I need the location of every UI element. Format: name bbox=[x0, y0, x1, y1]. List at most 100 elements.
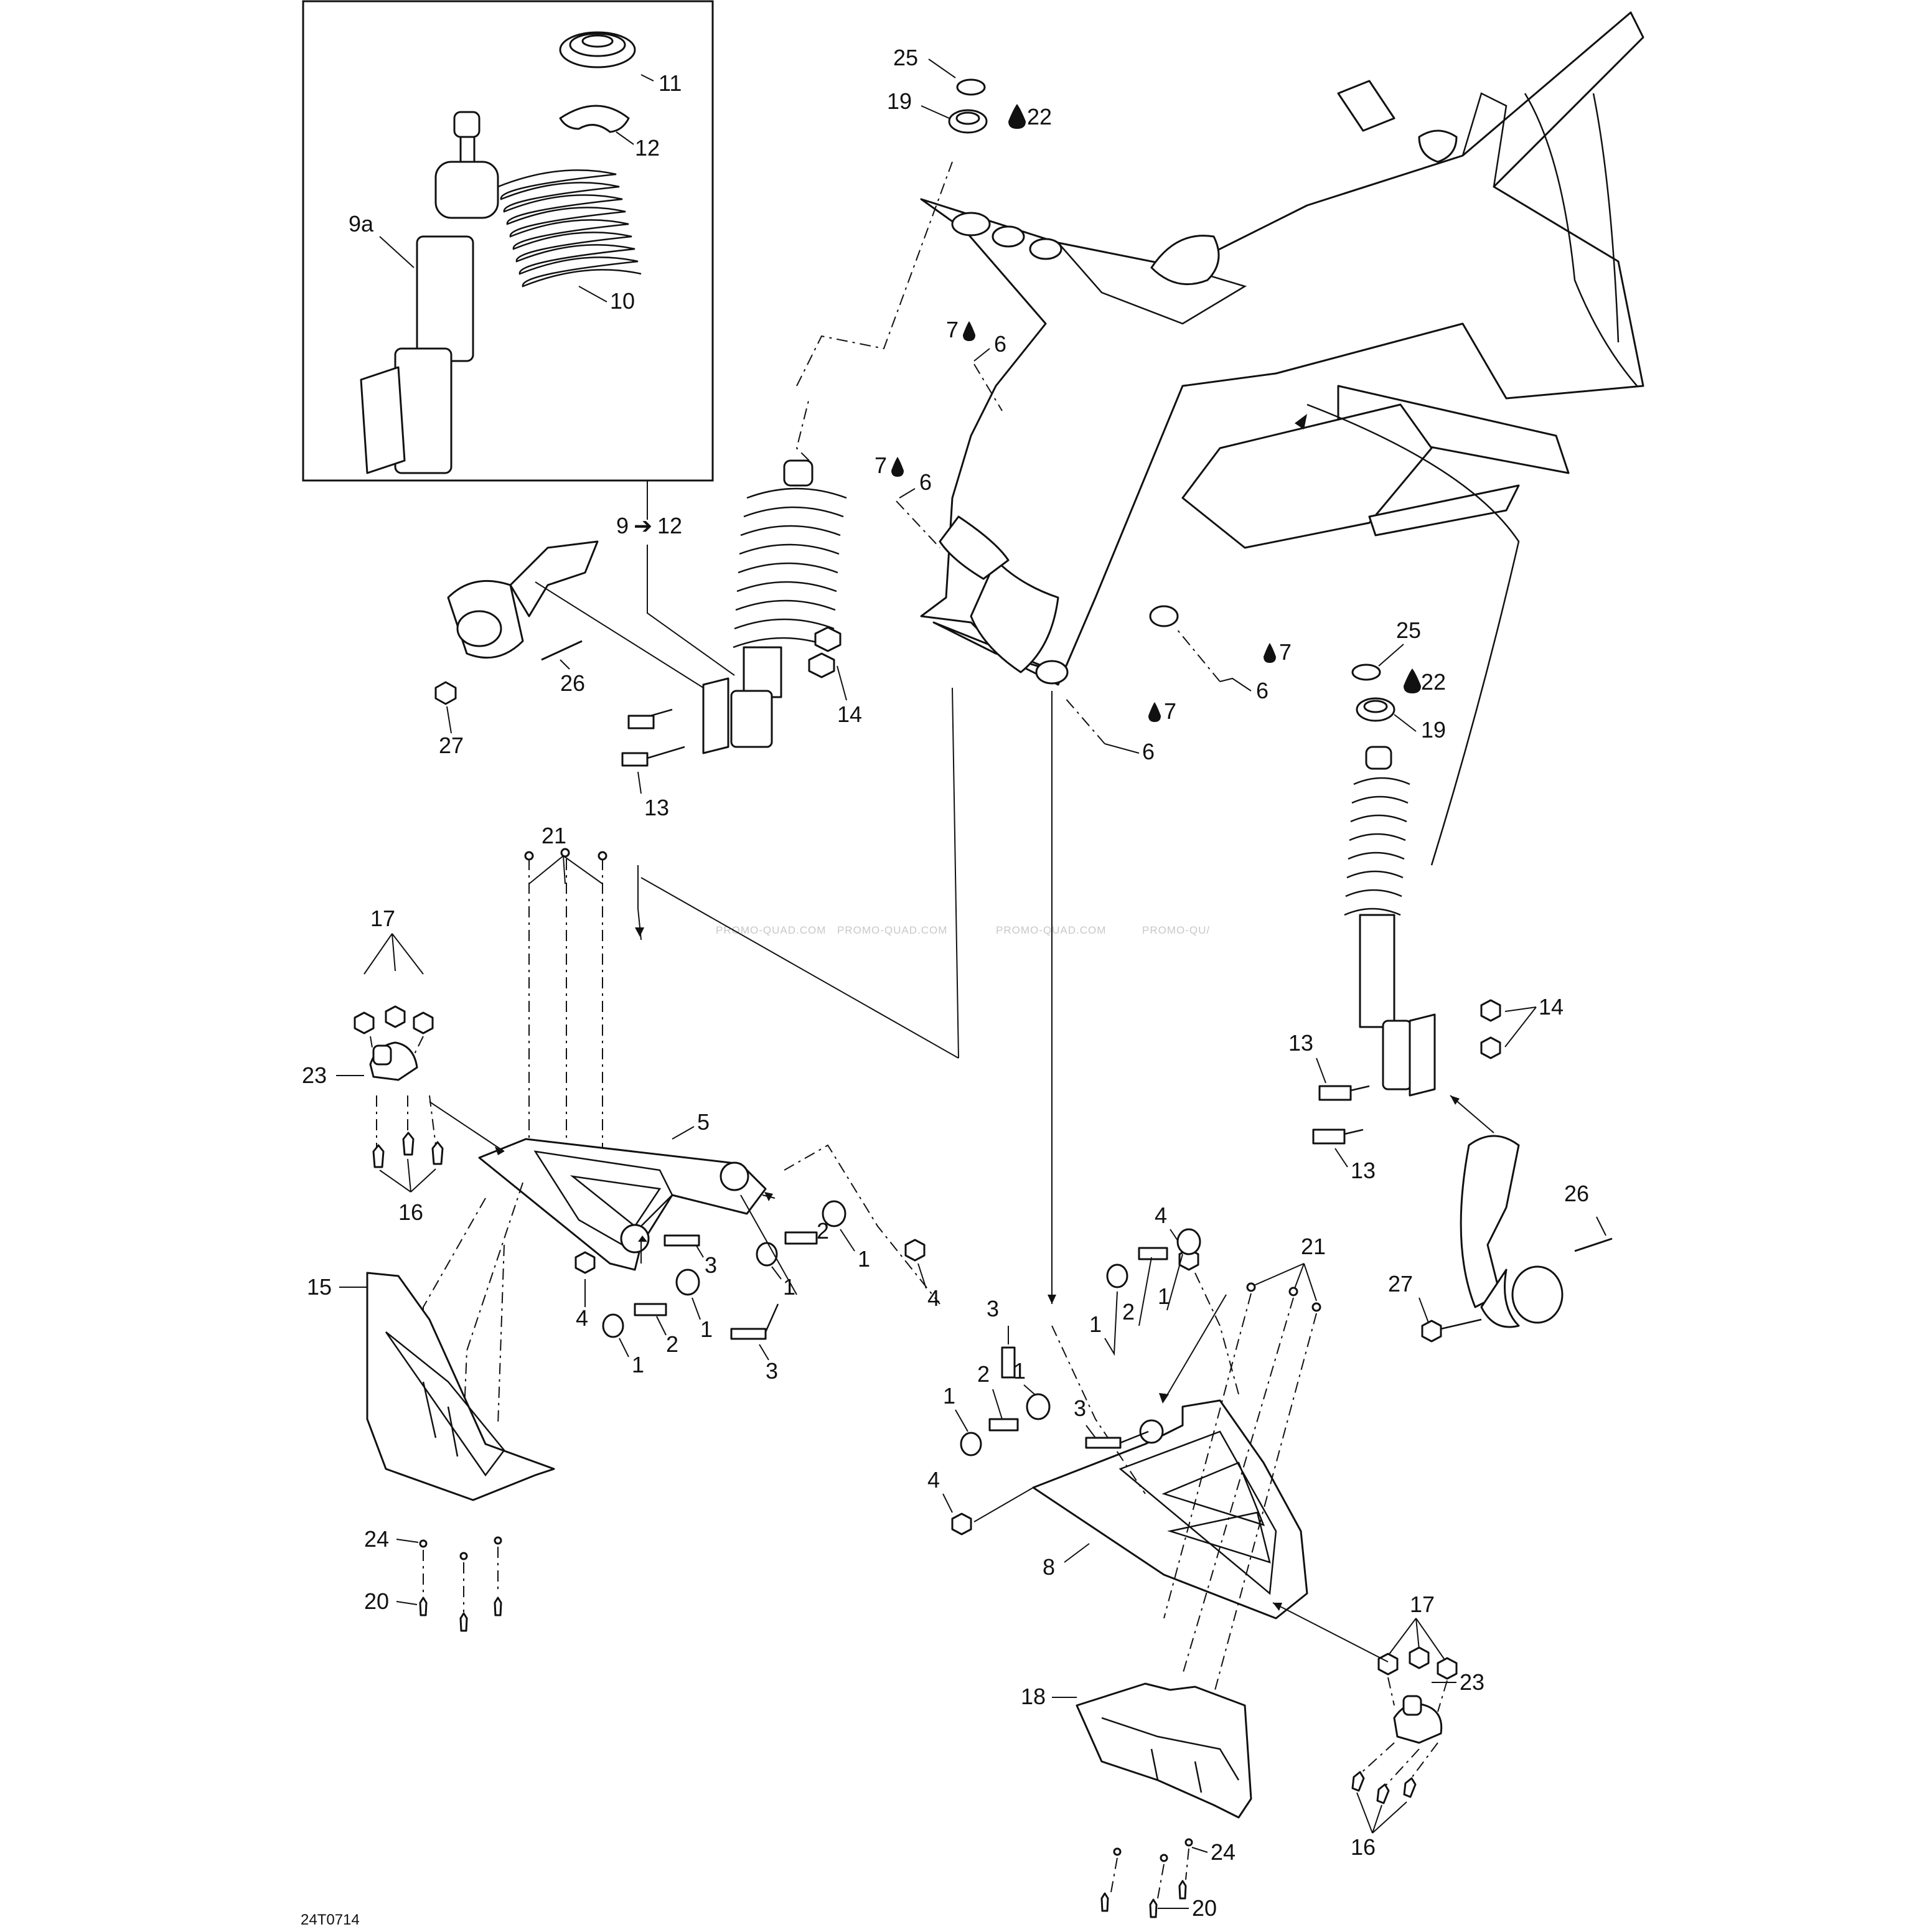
nut-4-left-a bbox=[574, 1251, 596, 1274]
left-skid-fasteners: 24 20 bbox=[364, 1526, 502, 1632]
callout-1-left-d: 1 bbox=[700, 1316, 713, 1342]
lower-arm-8 bbox=[1032, 1399, 1308, 1620]
callout-11: 11 bbox=[659, 70, 682, 96]
callout-6-a: 6 bbox=[994, 331, 1006, 357]
oil-drop-icon bbox=[963, 321, 975, 341]
nut-27-right bbox=[1421, 1320, 1442, 1343]
ball-joint-right: 17 23 16 bbox=[1272, 1592, 1484, 1860]
range-arrow: ➔ bbox=[634, 513, 652, 538]
svg-text:PROMO-QUAD.COM: PROMO-QUAD.COM bbox=[837, 924, 947, 936]
callout-2-left-a: 2 bbox=[817, 1218, 829, 1244]
left-a-arm-assembly: 21 5 17 23 1 bbox=[302, 823, 959, 1632]
vehicle-frame bbox=[920, 11, 1644, 686]
svg-text:PROMO-QUAD.COM: PROMO-QUAD.COM bbox=[996, 924, 1106, 936]
callout-21-left: 21 bbox=[542, 823, 566, 848]
sleeve-2-right-b bbox=[988, 1418, 1019, 1432]
callout-22-top: 22 bbox=[1027, 104, 1052, 129]
range-from: 9 bbox=[616, 513, 629, 538]
callout-27-left: 27 bbox=[439, 733, 464, 758]
callout-6-d: 6 bbox=[1142, 739, 1155, 764]
nut-14-left-a bbox=[814, 626, 842, 652]
callout-27-right: 27 bbox=[1388, 1271, 1413, 1297]
oil-drop-icon bbox=[1148, 702, 1161, 722]
callout-7-c: 7 bbox=[1279, 639, 1292, 665]
bushing-1-right-a bbox=[1106, 1264, 1128, 1288]
nut-14-right-a bbox=[1480, 999, 1501, 1022]
skid-plate-15: 15 bbox=[307, 1182, 555, 1501]
callout-24-right: 24 bbox=[1211, 1839, 1236, 1865]
skid-plate-18: 18 bbox=[1021, 1682, 1252, 1819]
right-knuckle bbox=[1460, 1135, 1564, 1328]
oil-drop-icon bbox=[891, 457, 904, 477]
callout-1-right-c: 1 bbox=[943, 1383, 955, 1409]
left-top-mount: 25 19 22 bbox=[887, 45, 1052, 134]
bushing-1-left-d bbox=[675, 1268, 700, 1296]
oil-drop-icon bbox=[1404, 668, 1421, 693]
callout-19-top: 19 bbox=[887, 88, 912, 114]
callout-3-right-b: 3 bbox=[1074, 1395, 1086, 1421]
svg-text:PROMO-QU/: PROMO-QU/ bbox=[1142, 924, 1210, 936]
bolt-13-right-b bbox=[1312, 1128, 1346, 1145]
callout-16-right: 16 bbox=[1351, 1834, 1376, 1860]
callout-20-left: 20 bbox=[364, 1588, 389, 1614]
oil-drop-icon bbox=[1008, 104, 1026, 129]
callout-25-top: 25 bbox=[893, 45, 918, 70]
callout-3-right-a: 3 bbox=[987, 1296, 999, 1321]
callout-6-b: 6 bbox=[919, 469, 932, 495]
svg-text:PROMO-QUAD.COM: PROMO-QUAD.COM bbox=[716, 924, 826, 936]
callout-9a: 9a bbox=[349, 211, 374, 237]
callout-7-b: 7 bbox=[875, 453, 887, 478]
bolt-13-left-b bbox=[621, 752, 649, 767]
bolt-3-right-a bbox=[1001, 1346, 1016, 1379]
shock-body-9a bbox=[360, 111, 499, 474]
nut-14-right-b bbox=[1480, 1036, 1501, 1059]
range-to: 12 bbox=[657, 513, 682, 538]
callout-1-left-b: 1 bbox=[783, 1274, 795, 1300]
callout-19-right: 19 bbox=[1421, 717, 1446, 743]
inset-frame bbox=[302, 0, 714, 482]
callout-4-left-b: 4 bbox=[927, 1285, 940, 1311]
callout-6-c: 6 bbox=[1256, 678, 1268, 703]
callout-23-left: 23 bbox=[302, 1062, 327, 1088]
callout-1-right-b: 1 bbox=[1158, 1283, 1170, 1309]
bushing-1-left-b bbox=[822, 1200, 846, 1227]
right-a-arm-assembly: 8 21 4 3 1 2 1 bbox=[927, 687, 1484, 1921]
callout-4-right-a: 4 bbox=[1155, 1203, 1167, 1228]
bushing-1-left-c bbox=[602, 1313, 624, 1338]
callout-10: 10 bbox=[610, 288, 635, 314]
callout-24-left: 24 bbox=[364, 1526, 389, 1552]
right-shock-assembly: 25 22 19 14 13 13 bbox=[1288, 403, 1613, 1343]
bolt-3-right-b bbox=[1085, 1437, 1122, 1449]
callout-14-right: 14 bbox=[1539, 994, 1564, 1020]
callout-15: 15 bbox=[307, 1274, 332, 1300]
lower-arm-5 bbox=[478, 1138, 767, 1271]
circlip-25-right bbox=[1351, 664, 1381, 681]
callout-4-right-b: 4 bbox=[927, 1467, 940, 1493]
callout-2-right-b: 2 bbox=[977, 1361, 990, 1387]
right-skid-fasteners: 24 20 bbox=[1100, 1838, 1236, 1921]
sleeve-2-left-b bbox=[634, 1303, 667, 1316]
callout-2-right-a: 2 bbox=[1122, 1299, 1135, 1325]
nut-14-left-b bbox=[808, 652, 835, 678]
left-shock-assembly: 26 27 14 13 bbox=[434, 161, 953, 820]
spring-seat-11 bbox=[559, 31, 636, 68]
watermark: PROMO-QUAD.COM PROMO-QUAD.COM PROMO-QUAD… bbox=[716, 924, 1210, 936]
bushing-1-right-d bbox=[1026, 1393, 1051, 1420]
circlip-25-left bbox=[956, 78, 986, 96]
callout-17-right: 17 bbox=[1410, 1592, 1435, 1617]
callout-25-right: 25 bbox=[1396, 617, 1421, 643]
callout-3-left-a: 3 bbox=[705, 1252, 717, 1278]
callout-13-right-b: 13 bbox=[1351, 1158, 1376, 1183]
callout-17-left: 17 bbox=[370, 906, 395, 931]
callout-3-left-b: 3 bbox=[766, 1358, 778, 1384]
callout-4-left-a: 4 bbox=[576, 1305, 588, 1331]
callout-16-left: 16 bbox=[398, 1199, 423, 1225]
bolt-13-left-a bbox=[627, 715, 655, 729]
left-shock bbox=[702, 459, 847, 754]
bushing-1-left-a bbox=[756, 1242, 778, 1267]
right-arm-hardware: 4 3 1 2 1 1 2 1 bbox=[927, 1203, 1239, 1536]
figure-code: 24T0714 bbox=[301, 1911, 360, 1928]
oil-drop-icon bbox=[1264, 643, 1276, 663]
callout-1-right-a: 1 bbox=[1089, 1311, 1102, 1337]
